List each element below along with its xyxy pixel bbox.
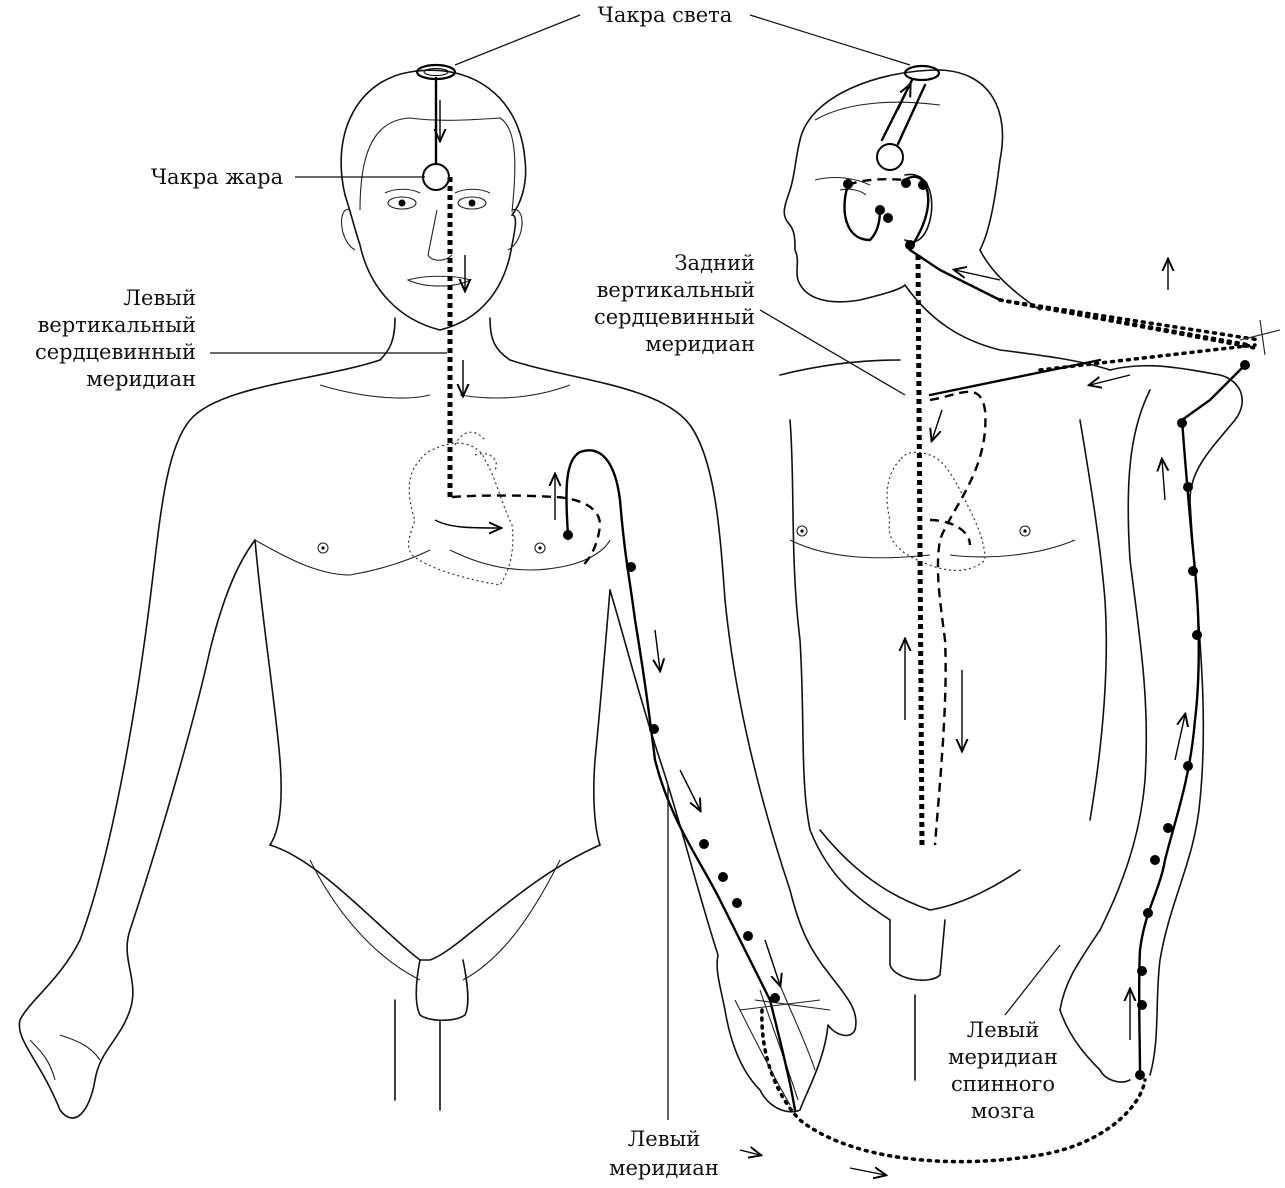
label-posterior-vertical-heart-meridian: Задний вертикальный сердцевинный меридиа…: [594, 251, 755, 356]
label-line: сердцевинный: [35, 340, 196, 364]
label-chakra-light: Чакра света: [598, 3, 733, 27]
label-line: Левый: [628, 1127, 701, 1151]
front-figure: [18, 69, 857, 1119]
front-chakra-heat: [422, 163, 450, 191]
label-left-vertical-heart-meridian: Левый вертикальный сердцевинный меридиан: [35, 286, 196, 391]
left-spinal-meridian: [1137, 363, 1247, 1077]
label-line: меридиан: [609, 1156, 719, 1180]
label-line: вертикальный: [38, 313, 196, 337]
label-line: сердцевинный: [594, 305, 755, 329]
hand-connection-dotted: [760, 1008, 1147, 1164]
label-left-spinal-meridian: Левый меридиан спинного мозга: [948, 1018, 1058, 1123]
posterior-vertical-heart-meridian: [915, 254, 925, 846]
label-line: Задний: [674, 251, 755, 275]
side-chakra-heat: [876, 143, 904, 171]
front-head: [340, 69, 527, 216]
side-chakra-light: [903, 64, 941, 82]
label-line: меридиан: [948, 1045, 1058, 1069]
front-heart: [407, 442, 514, 586]
front-left-meridian: [565, 449, 797, 1112]
label-left-meridian: Левый меридиан: [609, 1127, 719, 1180]
side-figure: [779, 69, 1244, 1083]
label-line: вертикальный: [597, 278, 755, 302]
label-line: Левый: [967, 1018, 1040, 1042]
label-chakra-heat: Чакра жара: [151, 165, 283, 189]
label-line: меридиан: [86, 367, 196, 391]
label-line: мозга: [971, 1099, 1035, 1123]
label-line: меридиан: [645, 332, 755, 356]
label-line: Левый: [124, 286, 197, 310]
front-torso-outline: [18, 359, 381, 1119]
label-line: спинного: [951, 1072, 1055, 1096]
